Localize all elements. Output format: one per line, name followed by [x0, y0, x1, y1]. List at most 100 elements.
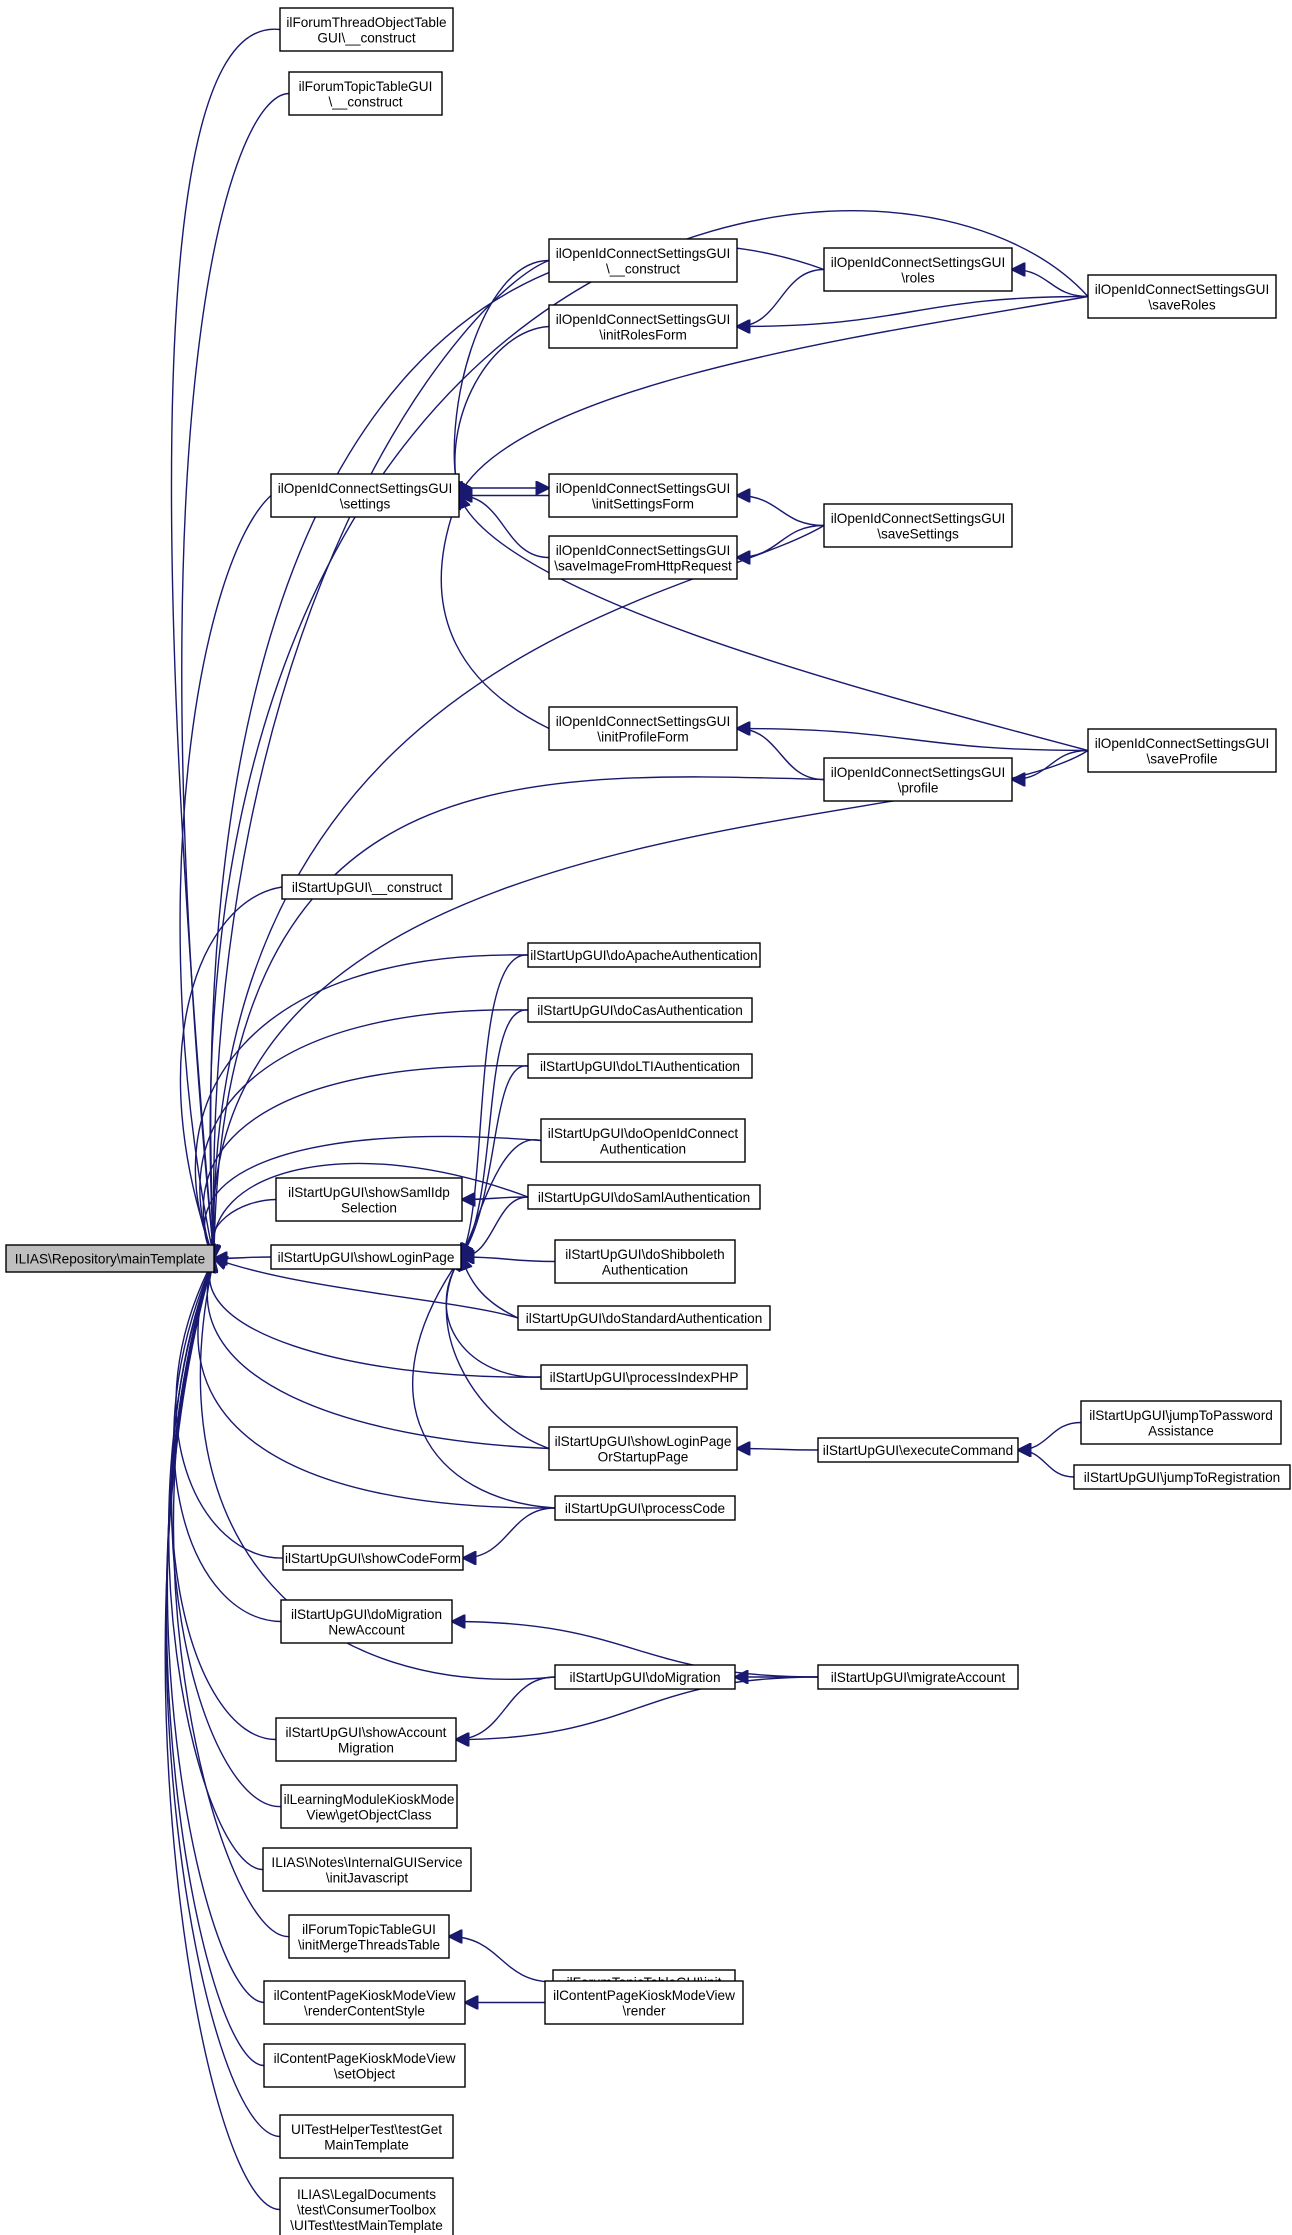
node-label: ilStartUpGUI\processCode	[565, 1501, 725, 1516]
edge-n26-to-n25	[737, 1449, 819, 1451]
node-n10[interactable]: ilOpenIdConnectSettingsGUI\saveImageFrom…	[548, 535, 738, 580]
edge-n11-to-n7	[440, 496, 550, 730]
edge-n33-to-n31	[452, 1622, 819, 1678]
node-label: Authentication	[600, 1141, 686, 1156]
node-n33[interactable]: ilStartUpGUI\migrateAccount	[817, 1664, 1019, 1690]
node-n32[interactable]: ilStartUpGUI\doMigration	[554, 1664, 736, 1690]
node-n12[interactable]: ilOpenIdConnectSettingsGUI\saveProfile	[1087, 728, 1277, 773]
node-root[interactable]: ILIAS\Repository\mainTemplate	[5, 1244, 215, 1273]
edge-n36-to-root	[168, 1259, 264, 1871]
node-n40[interactable]: ilContentPageKioskModeView\render	[544, 1980, 744, 2025]
edge-n3-to-root	[213, 259, 550, 1259]
edge-n33-to-n34	[456, 1676, 819, 1740]
edge-n25-to-root	[207, 1259, 550, 1450]
edge-line	[737, 729, 825, 781]
node-n4[interactable]: ilOpenIdConnectSettingsGUI\roles	[823, 247, 1013, 292]
edge-line	[1012, 270, 1089, 298]
node-n7[interactable]: ilOpenIdConnectSettingsGUI\settings	[270, 473, 460, 518]
node-box	[262, 1847, 472, 1892]
node-label: ilStartUpGUI\jumpToPassword	[1089, 1408, 1273, 1423]
node-label: \saveImageFromHttpRequest	[554, 558, 732, 573]
node-label: \saveSettings	[877, 526, 959, 541]
node-box	[554, 1664, 736, 1690]
node-n11[interactable]: ilOpenIdConnectSettingsGUI\initProfileFo…	[548, 706, 738, 751]
node-n2[interactable]: ilForumTopicTableGUI\__construct	[288, 71, 443, 116]
node-n36[interactable]: ILIAS\Notes\InternalGUIService\initJavas…	[262, 1847, 472, 1892]
node-n5[interactable]: ilOpenIdConnectSettingsGUI\saveRoles	[1087, 274, 1277, 319]
node-label: ilOpenIdConnectSettingsGUI	[556, 246, 731, 261]
node-n9[interactable]: ilOpenIdConnectSettingsGUI\saveSettings	[823, 503, 1013, 548]
node-n39[interactable]: ilContentPageKioskModeView\renderContent…	[263, 1980, 466, 2025]
node-n28[interactable]: ilStartUpGUI\jumpToRegistration	[1073, 1464, 1291, 1490]
node-label: ilStartUpGUI\showCodeForm	[285, 1551, 461, 1566]
node-label: Assistance	[1148, 1423, 1214, 1438]
edge-n5-to-n4	[1012, 270, 1089, 298]
edge-n20-to-n19	[462, 1197, 529, 1200]
edge-n19-to-root	[211, 1198, 277, 1259]
node-n8[interactable]: ilOpenIdConnectSettingsGUI\initSettingsF…	[548, 473, 738, 518]
node-n6[interactable]: ilOpenIdConnectSettingsGUI\initRolesForm	[548, 304, 738, 349]
node-n41[interactable]: ilContentPageKioskModeView\setObject	[263, 2043, 466, 2088]
edge-n12-to-n11	[737, 729, 1089, 752]
edge-n6-to-n7	[455, 325, 550, 496]
node-n3[interactable]: ilOpenIdConnectSettingsGUI\__construct	[548, 238, 738, 283]
node-n13[interactable]: ilOpenIdConnectSettingsGUI\profile	[823, 757, 1013, 802]
node-n29[interactable]: ilStartUpGUI\processCode	[554, 1495, 736, 1521]
node-n23[interactable]: ilStartUpGUI\doStandardAuthentication	[517, 1305, 771, 1331]
node-label: \initRolesForm	[599, 327, 687, 342]
edge-line	[461, 1065, 529, 1257]
node-label: ilStartUpGUI\doCasAuthentication	[537, 1003, 743, 1018]
node-n18[interactable]: ilStartUpGUI\doOpenIdConnectAuthenticati…	[540, 1118, 746, 1163]
node-n16[interactable]: ilStartUpGUI\doCasAuthentication	[527, 997, 753, 1023]
node-box	[817, 1664, 1019, 1690]
edge-n2-to-root	[181, 92, 290, 1259]
edge-line	[737, 729, 1089, 752]
edge-n5-to-n7	[459, 295, 1089, 496]
node-n37[interactable]: ilForumTopicTableGUI\initMergeThreadsTab…	[288, 1914, 450, 1959]
edge-line	[203, 1065, 529, 1259]
edge-line	[210, 1259, 542, 1378]
edge-line	[456, 1676, 556, 1740]
edge-line	[1018, 1450, 1075, 1478]
edge-n29-to-n21	[412, 1257, 556, 1509]
edge-line	[440, 496, 550, 730]
node-label: ilContentPageKioskModeView	[274, 2051, 456, 2066]
node-n14[interactable]: ilStartUpGUI\__construct	[281, 874, 453, 900]
node-label: \UITest\testMainTemplate	[290, 2218, 443, 2233]
node-n20[interactable]: ilStartUpGUI\doSamlAuthentication	[527, 1184, 761, 1210]
node-n43[interactable]: ILIAS\LegalDocuments\test\ConsumerToolbo…	[279, 2177, 454, 2235]
edge-line	[461, 1257, 556, 1262]
edge-line	[461, 1196, 529, 1257]
edge-n38-to-n37	[449, 1937, 554, 1983]
edge-line	[211, 1198, 277, 1259]
node-n24[interactable]: ilStartUpGUI\processIndexPHP	[540, 1364, 748, 1390]
edge-line	[181, 92, 290, 1259]
node-box	[1080, 1400, 1282, 1445]
edge-line	[461, 1139, 542, 1257]
edge-n43-to-root	[164, 1259, 281, 2211]
node-n17[interactable]: ilStartUpGUI\doLTIAuthentication	[527, 1053, 753, 1079]
edge-n17-to-root	[203, 1065, 529, 1259]
edge-n12-to-n13	[1012, 749, 1089, 780]
node-n30[interactable]: ilStartUpGUI\showCodeForm	[282, 1545, 464, 1571]
edge-n22-to-n21	[461, 1257, 556, 1262]
edge-line	[461, 1257, 519, 1319]
node-n15[interactable]: ilStartUpGUI\doApacheAuthentication	[527, 942, 761, 968]
node-n35[interactable]: ilLearningModuleKioskModeView\getObjectC…	[280, 1784, 458, 1829]
edge-line	[461, 954, 529, 1257]
node-label: ilOpenIdConnectSettingsGUI	[278, 481, 453, 496]
node-label: ilStartUpGUI\jumpToRegistration	[1084, 1470, 1280, 1485]
edge-n13-to-root	[214, 776, 825, 1259]
edge-n14-to-root	[179, 886, 283, 1259]
node-n21[interactable]: ilStartUpGUI\showLoginPage	[270, 1244, 462, 1270]
node-n26[interactable]: ilStartUpGUI\executeCommand	[817, 1437, 1019, 1463]
edge-n18-to-root	[205, 1135, 542, 1258]
